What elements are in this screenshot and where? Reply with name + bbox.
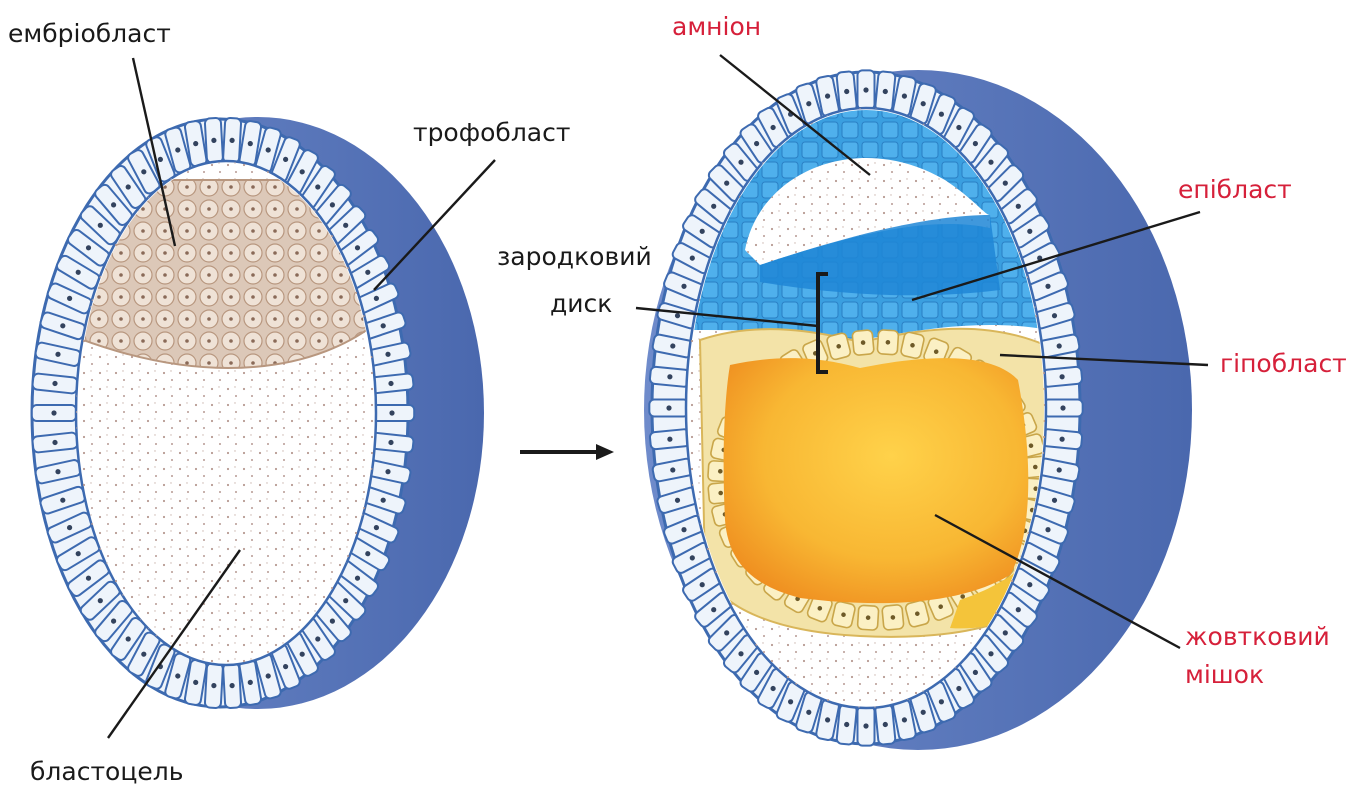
arrow-icon bbox=[520, 444, 614, 460]
trophoblast-cell bbox=[32, 405, 76, 421]
trophoblast-cell bbox=[875, 71, 896, 112]
trophoblast-cell bbox=[223, 663, 241, 708]
hypoblast-cell bbox=[831, 601, 856, 629]
trophoblast-cell bbox=[858, 70, 875, 109]
trophoblast-cell bbox=[32, 373, 78, 394]
hypoblast-cell bbox=[852, 330, 874, 356]
trophoblast-cell bbox=[649, 366, 690, 387]
trophoblast-cell bbox=[205, 663, 223, 708]
trophoblast-cell bbox=[875, 704, 896, 745]
label-embryoblast: ембріобласт bbox=[8, 19, 171, 48]
hypoblast-cell bbox=[900, 331, 925, 359]
hypoblast-cell bbox=[882, 605, 904, 631]
trophoblast-cell bbox=[1043, 400, 1082, 417]
hypoblast-cell bbox=[857, 605, 878, 630]
hypoblast-cell bbox=[877, 330, 898, 355]
trophoblast-cell bbox=[223, 118, 241, 163]
label-germ-disc-line2: диск bbox=[550, 289, 612, 318]
trophoblast-cell bbox=[836, 71, 857, 112]
trophoblast-cell bbox=[32, 432, 78, 453]
trophoblast-cell bbox=[649, 400, 688, 417]
label-epiblast: епібласт bbox=[1178, 175, 1292, 204]
trophoblast-cell bbox=[1042, 366, 1083, 387]
label-blastocoel: бластоцель bbox=[30, 757, 183, 786]
label-hypoblast: гіпобласт bbox=[1220, 349, 1347, 378]
trophoblast-cell bbox=[1042, 429, 1083, 450]
trophoblast-cell bbox=[836, 704, 857, 745]
blastocyst bbox=[32, 117, 484, 709]
trophoblast-cell bbox=[205, 118, 223, 163]
label-germ-disc-line1: зародковий bbox=[497, 242, 652, 271]
trophoblast-cell bbox=[649, 429, 690, 450]
label-yolk-sac-line2: мішок bbox=[1185, 660, 1264, 689]
yolk-sac bbox=[724, 358, 1029, 603]
label-amnion: амніон bbox=[672, 12, 761, 41]
trophoblast-cell bbox=[858, 706, 875, 745]
label-yolk-sac-line1: жовтковий bbox=[1185, 622, 1330, 651]
bilaminar-embryo bbox=[644, 70, 1192, 750]
label-trophoblast: трофобласт bbox=[413, 118, 570, 147]
